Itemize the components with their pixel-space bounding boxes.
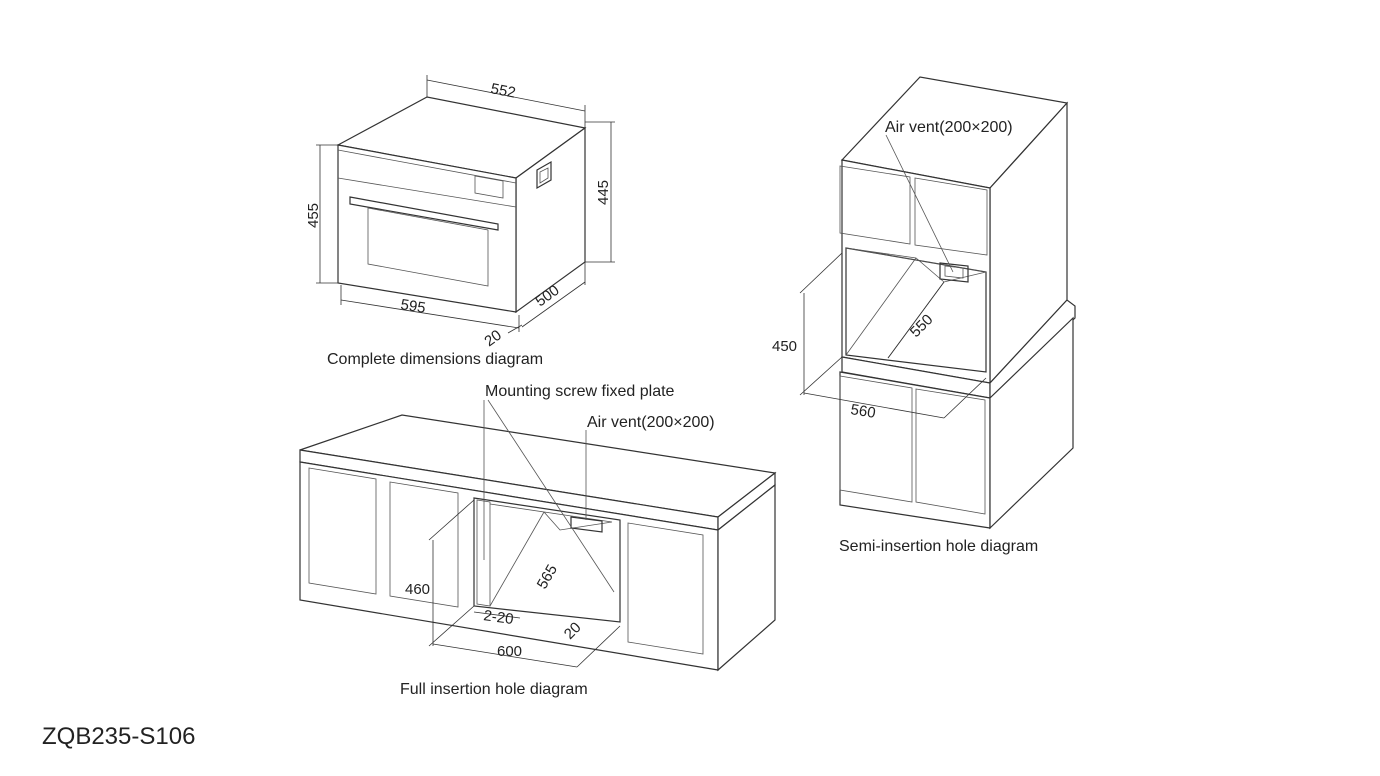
oven-window xyxy=(367,207,489,287)
semi-air-vent-label: Air vent(200×200) xyxy=(885,119,1013,136)
full-door-3 xyxy=(627,522,704,655)
oven-dimensions xyxy=(316,75,615,334)
semi-door-lower-left xyxy=(839,375,913,503)
semi-dimensions xyxy=(799,252,987,419)
full-cabinet-drawing xyxy=(299,399,777,672)
semi-door-upper-right xyxy=(914,177,988,256)
dim-445: 445 xyxy=(595,180,612,205)
full-air-vent xyxy=(570,516,603,533)
full-dimensions xyxy=(428,499,621,668)
semi-lower-side xyxy=(989,316,1074,530)
dim-450: 450 xyxy=(772,338,797,355)
dim-20-oven: 20 xyxy=(481,327,504,351)
full-opening xyxy=(473,497,621,623)
dim-2-20: 2-20 xyxy=(482,607,514,628)
full-door-2 xyxy=(389,481,459,608)
dim-560: 560 xyxy=(849,401,876,422)
full-mounting-plate xyxy=(476,499,491,607)
model-number: ZQB235-S106 xyxy=(42,723,195,750)
oven-display xyxy=(474,175,504,199)
semi-door-upper-left xyxy=(839,165,911,245)
dim-600: 600 xyxy=(497,643,522,660)
semi-door-lower-right xyxy=(915,388,986,515)
caption-semi-insertion: Semi-insertion hole diagram xyxy=(839,538,1038,555)
oven-drawing xyxy=(336,96,587,314)
oven-side-bracket xyxy=(536,160,552,190)
full-air-vent-label: Air vent(200×200) xyxy=(587,414,715,431)
dim-595: 595 xyxy=(399,296,426,317)
mounting-plate-label: Mounting screw fixed plate xyxy=(485,383,675,400)
full-side-body xyxy=(717,483,776,672)
dim-552: 552 xyxy=(489,80,517,101)
oven-handle xyxy=(349,196,499,231)
semi-air-vent xyxy=(939,262,969,283)
dim-460: 460 xyxy=(405,581,430,598)
full-door-1 xyxy=(308,467,377,595)
semi-cabinet-drawing xyxy=(839,76,1076,530)
dim-455: 455 xyxy=(305,203,322,228)
oven-front-face xyxy=(337,144,517,313)
caption-full-insertion: Full insertion hole diagram xyxy=(400,681,588,698)
caption-complete-dimensions: Complete dimensions diagram xyxy=(327,351,543,368)
